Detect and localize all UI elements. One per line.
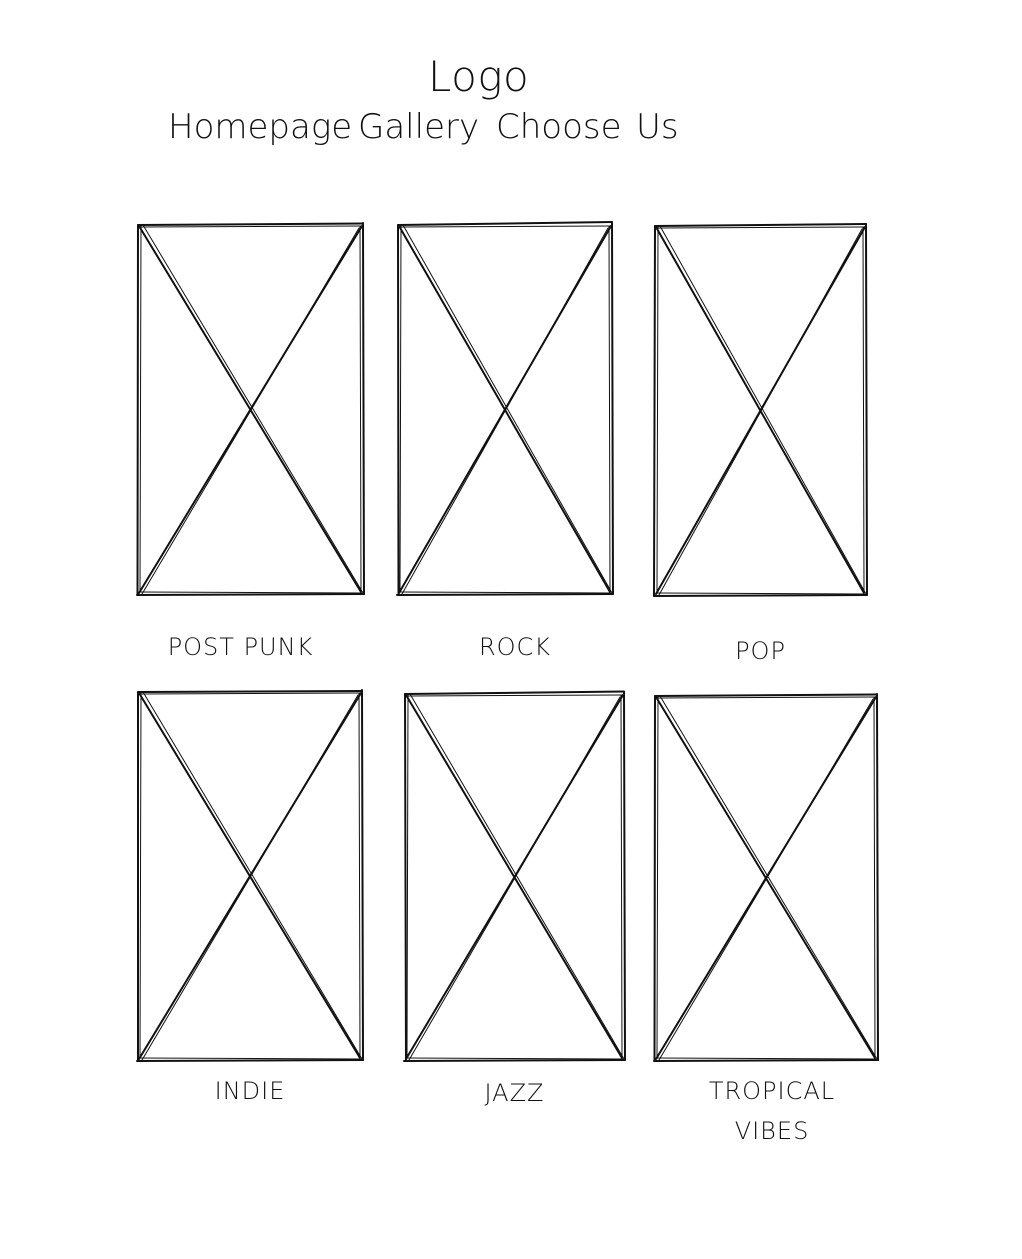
nav-link-gallery[interactable]: Gallery <box>358 107 480 147</box>
gallery-card-label: POST PUNK <box>167 633 314 661</box>
nav-link-homepage[interactable]: Homepage <box>168 107 353 147</box>
gallery-card-label: POP <box>735 637 786 665</box>
gallery-card-label: ROCK <box>478 633 552 661</box>
gallery-card-jazz[interactable]: JAZZ <box>403 690 626 1107</box>
gallery-card-pop[interactable]: POP <box>653 223 868 665</box>
image-placeholder-icon <box>653 693 879 1062</box>
gallery-card-indie[interactable]: INDIE <box>136 689 364 1105</box>
gallery-card-rock[interactable]: ROCK <box>396 221 614 661</box>
gallery-card-post-punk[interactable]: POST PUNK <box>136 222 365 661</box>
gallery-card-tropical-vibes[interactable]: TROPICAL VIBES <box>653 693 879 1145</box>
image-placeholder-icon <box>403 690 626 1062</box>
nav-link-choose[interactable]: Choose <box>496 107 622 147</box>
gallery-card-label: TROPICAL VIBES <box>708 1077 836 1145</box>
logo[interactable]: Logo <box>428 52 530 101</box>
gallery-card-label: JAZZ <box>484 1079 545 1107</box>
image-placeholder-icon <box>136 222 365 596</box>
image-placeholder-icon <box>653 223 868 597</box>
image-placeholder-icon <box>396 221 614 596</box>
image-placeholder-icon <box>136 689 364 1062</box>
nav-link-us[interactable]: Us <box>636 107 679 147</box>
gallery-card-label: INDIE <box>214 1077 286 1105</box>
